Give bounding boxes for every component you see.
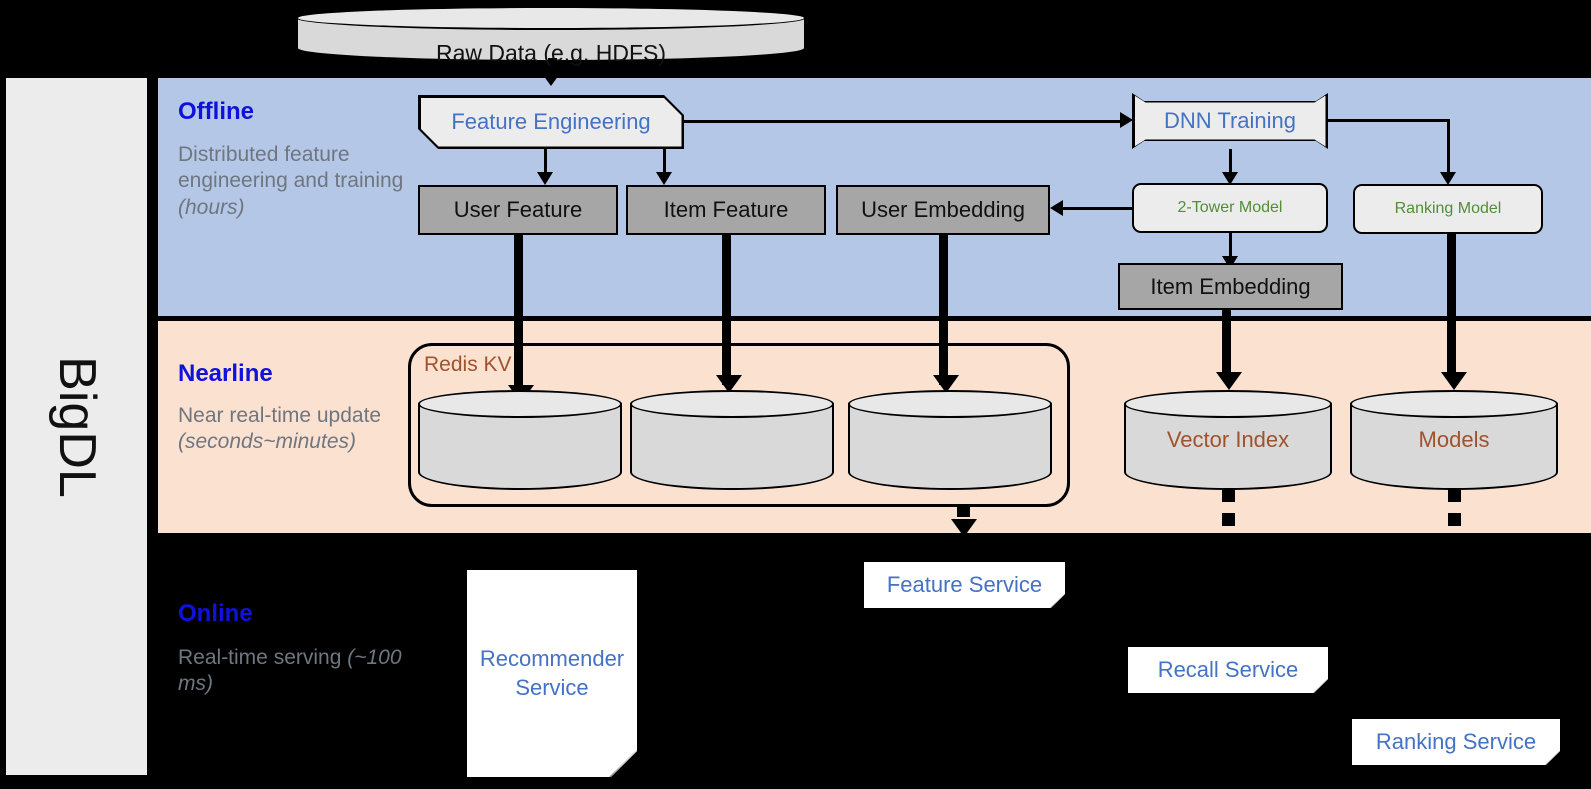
arrowhead-redis-featureservice xyxy=(951,519,977,537)
ranking-model-label: Ranking Model xyxy=(1394,200,1502,217)
ranking-model-box[interactable]: Ranking Model xyxy=(1353,184,1543,234)
band-nearline-title: Nearline xyxy=(178,360,273,387)
arrowhead-fe-dnn xyxy=(1120,112,1133,128)
pipe-userembedding-store xyxy=(939,235,948,385)
user-feature-label: User Feature xyxy=(453,197,583,222)
bigdl-label: BigDL xyxy=(47,355,106,498)
arrowhead-twotower-userembedding xyxy=(1050,200,1063,216)
models-label: Models xyxy=(1418,427,1490,452)
user-embedding-box[interactable]: User Embedding xyxy=(836,185,1050,235)
arrowhead-rawdata-fe xyxy=(538,68,564,86)
redis-kv-container xyxy=(408,343,1070,507)
pipe-itemembedding-vectorindex xyxy=(1222,310,1231,380)
dash-vectorindex-b xyxy=(1222,513,1235,526)
connector-dnn-twotower xyxy=(1229,149,1232,175)
cylinder-top xyxy=(1124,390,1332,418)
raw-data-cylinder: Raw Data (e.g. HDFS) xyxy=(296,6,806,66)
dash-models-a xyxy=(1448,489,1461,502)
cylinder-top xyxy=(296,6,806,30)
connector-fe-userfeature xyxy=(544,149,547,175)
feature-service-doc[interactable]: Feature Service xyxy=(864,562,1065,608)
arrowhead-rankingmodel-models xyxy=(1441,372,1467,390)
arrowhead-userembedding-store xyxy=(933,375,959,393)
band-nearline-desc: Near real-time update (seconds~minutes) xyxy=(178,404,382,454)
store-user-feature-cylinder[interactable] xyxy=(418,390,622,490)
connector-fe-itemfeature xyxy=(663,149,666,175)
item-embedding-box[interactable]: Item Embedding xyxy=(1118,263,1343,310)
band-online-desc: Real-time serving (~100 ms) xyxy=(178,646,402,696)
user-embedding-label: User Embedding xyxy=(861,197,1025,222)
dash-vectorindex-a xyxy=(1222,489,1235,502)
vector-index-label: Vector Index xyxy=(1166,427,1290,452)
cylinder-top xyxy=(418,390,622,418)
arrowhead-fe-itemfeature xyxy=(656,172,672,185)
dash-redis-featureservice xyxy=(957,504,970,517)
dnn-training-label: DNN Training xyxy=(1163,108,1297,133)
connector-twotower-itemembedding xyxy=(1229,233,1232,259)
arrowhead-itemfeature-store xyxy=(716,375,742,393)
feature-engineering-box[interactable]: Feature Engineering xyxy=(418,95,684,149)
redis-kv-label: Redis KV xyxy=(424,353,512,376)
two-tower-model-box[interactable]: 2-Tower Model xyxy=(1132,183,1328,233)
ranking-service-doc[interactable]: Ranking Service xyxy=(1352,719,1560,765)
connector-dnn-ranking-v xyxy=(1447,119,1450,175)
connector-dnn-ranking-h xyxy=(1328,119,1449,122)
band-offline-desc: Distributed feature engineering and trai… xyxy=(178,143,404,219)
arrowhead-dnn-ranking xyxy=(1440,172,1456,185)
cylinder-top xyxy=(848,390,1052,418)
dash-models-b xyxy=(1448,513,1461,526)
band-offline-title: Offline xyxy=(178,98,254,125)
band-online-title: Online xyxy=(178,600,253,627)
arrowhead-fe-userfeature xyxy=(537,172,553,185)
arrowhead-dnn-twotower xyxy=(1222,172,1238,185)
recall-service-label: Recall Service xyxy=(1157,657,1299,682)
recommender-service-label: Recommender Service xyxy=(479,645,625,700)
ranking-service-label: Ranking Service xyxy=(1375,729,1537,754)
cylinder-top xyxy=(1350,390,1558,418)
store-item-feature-cylinder[interactable] xyxy=(630,390,834,490)
pipe-rankingmodel-models xyxy=(1447,234,1456,380)
raw-data-label: Raw Data (e.g. HDFS) xyxy=(435,40,667,66)
vector-index-cylinder[interactable]: Vector Index xyxy=(1124,390,1332,490)
feature-engineering-label: Feature Engineering xyxy=(451,109,651,134)
dnn-training-box[interactable]: DNN Training xyxy=(1132,93,1328,149)
connector-rawdata-fe xyxy=(548,58,557,72)
item-feature-label: Item Feature xyxy=(663,197,789,222)
pipe-itemfeature-store xyxy=(722,235,731,385)
arrowhead-itemembedding-vectorindex xyxy=(1216,372,1242,390)
two-tower-model-label: 2-Tower Model xyxy=(1177,199,1283,216)
user-feature-box[interactable]: User Feature xyxy=(418,185,618,235)
cylinder-top xyxy=(630,390,834,418)
feature-service-label: Feature Service xyxy=(886,572,1043,597)
item-feature-box[interactable]: Item Feature xyxy=(626,185,826,235)
connector-twotower-userembedding xyxy=(1063,207,1132,210)
models-cylinder[interactable]: Models xyxy=(1350,390,1558,490)
store-user-embedding-cylinder[interactable] xyxy=(848,390,1052,490)
recommender-service-doc[interactable]: Recommender Service xyxy=(467,570,637,777)
item-embedding-label: Item Embedding xyxy=(1150,273,1311,299)
pipe-userfeature-store xyxy=(514,235,523,395)
connector-fe-dnn xyxy=(684,120,1122,123)
recall-service-doc[interactable]: Recall Service xyxy=(1128,647,1328,693)
bigdl-sidebar: BigDL xyxy=(6,78,147,775)
